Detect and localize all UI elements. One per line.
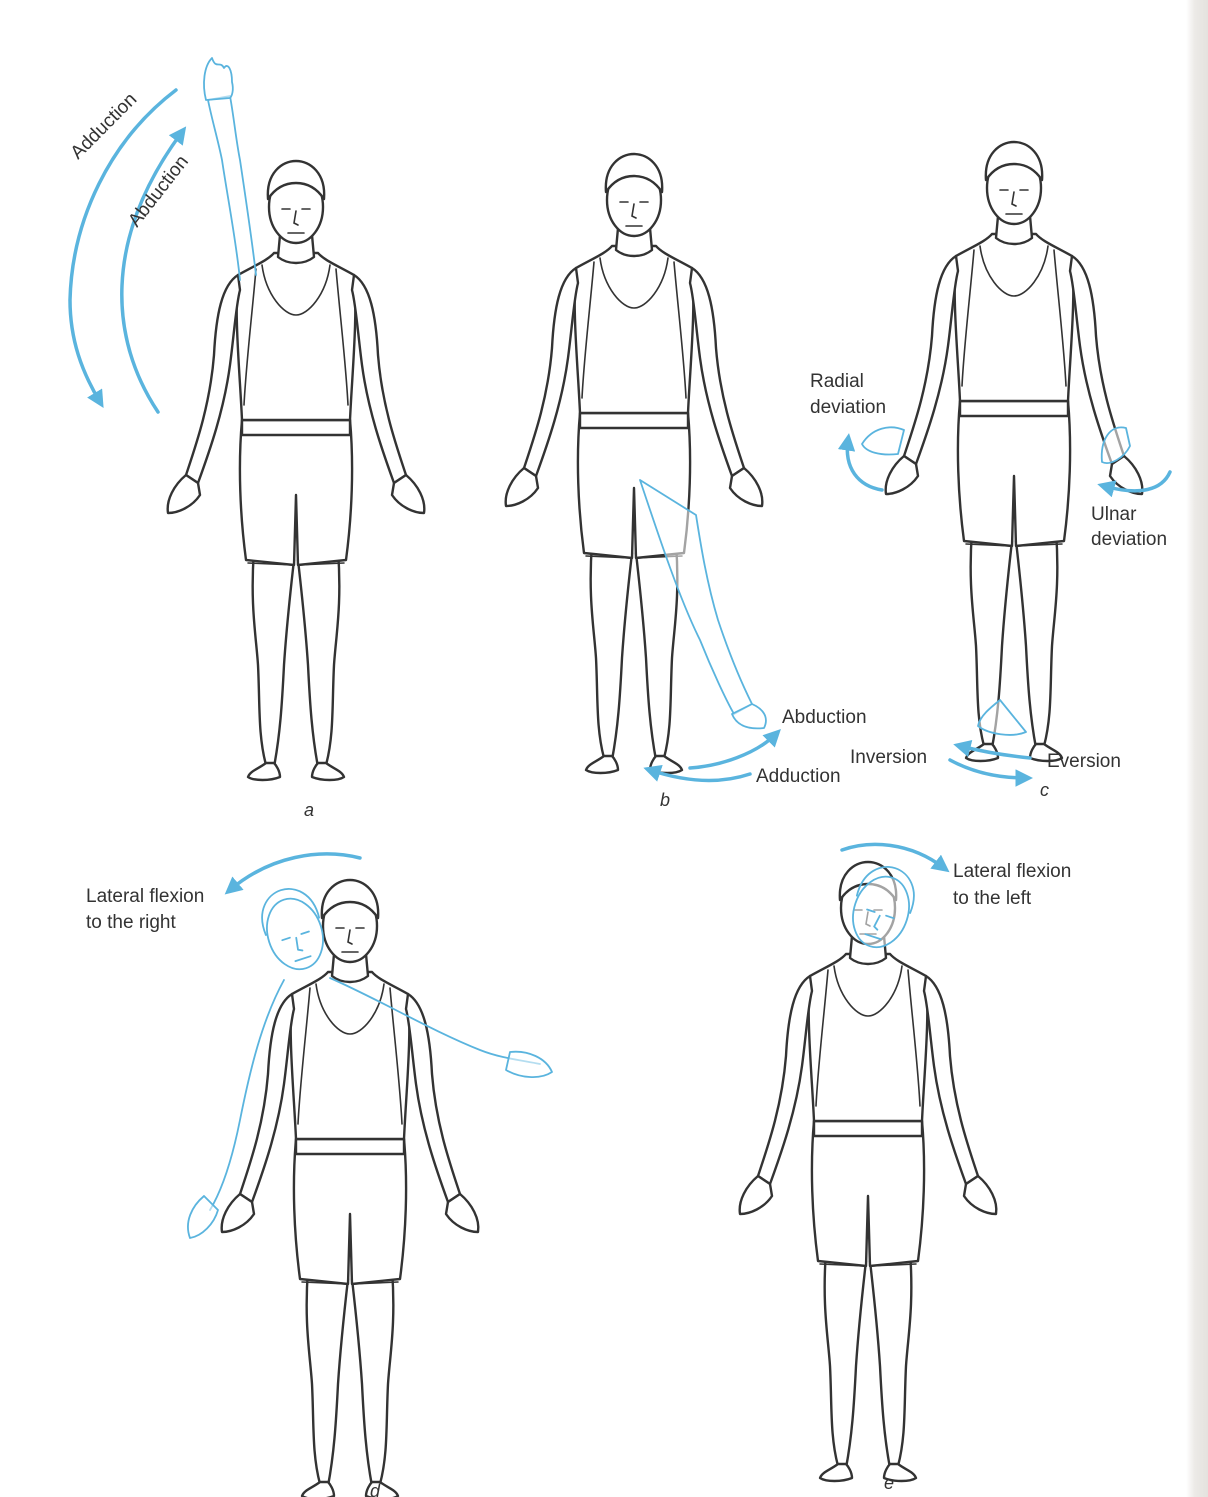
label-adduction-a: Adduction: [67, 89, 142, 164]
panel-e: Lateral flexion to the left e: [740, 844, 1072, 1493]
radial-hand-ghost: [862, 427, 904, 454]
panel-a: Adduction Abduction a: [67, 58, 425, 820]
label-radial-1: Radial: [810, 371, 864, 392]
label-e-line2: to the left: [953, 888, 1032, 909]
panel-letter-e: e: [884, 1473, 894, 1493]
label-adduction-b: Adduction: [756, 766, 841, 787]
panel-letter-b: b: [660, 790, 670, 810]
label-ulnar-2: deviation: [1091, 529, 1167, 550]
raised-arm-ghost: [208, 96, 256, 280]
eversion-arrow: [950, 760, 1026, 778]
panel-b: Abduction Adduction b: [506, 154, 867, 810]
figure-e: [740, 862, 997, 1481]
label-d-line1: Lateral flexion: [86, 886, 204, 907]
panel-letter-c: c: [1040, 780, 1049, 800]
label-d-line2: to the right: [86, 912, 176, 933]
flexed-right-hand-ghost: [506, 1052, 552, 1077]
label-eversion: Eversion: [1047, 751, 1121, 772]
flexed-head-ghost: [254, 881, 333, 976]
label-abduction-a: Abduction: [124, 152, 193, 232]
panel-letter-d: d: [370, 1481, 381, 1497]
abduction-arrow-b: [690, 734, 776, 768]
label-ulnar-1: Ulnar: [1091, 504, 1137, 525]
label-e-line1: Lateral flexion: [953, 861, 1071, 882]
label-inversion: Inversion: [850, 747, 927, 768]
raised-hand-ghost: [204, 58, 233, 100]
label-radial-2: deviation: [810, 397, 886, 418]
figure-a: [168, 161, 425, 780]
panel-c: Radial deviation Ulnar deviation Inversi…: [810, 142, 1170, 800]
figure-d: [222, 880, 479, 1497]
label-abduction-b: Abduction: [782, 707, 867, 728]
page-edge-shadow: [1186, 0, 1208, 1497]
panel-d: Lateral flexion to the right d: [86, 854, 552, 1497]
panel-letter-a: a: [304, 800, 314, 820]
